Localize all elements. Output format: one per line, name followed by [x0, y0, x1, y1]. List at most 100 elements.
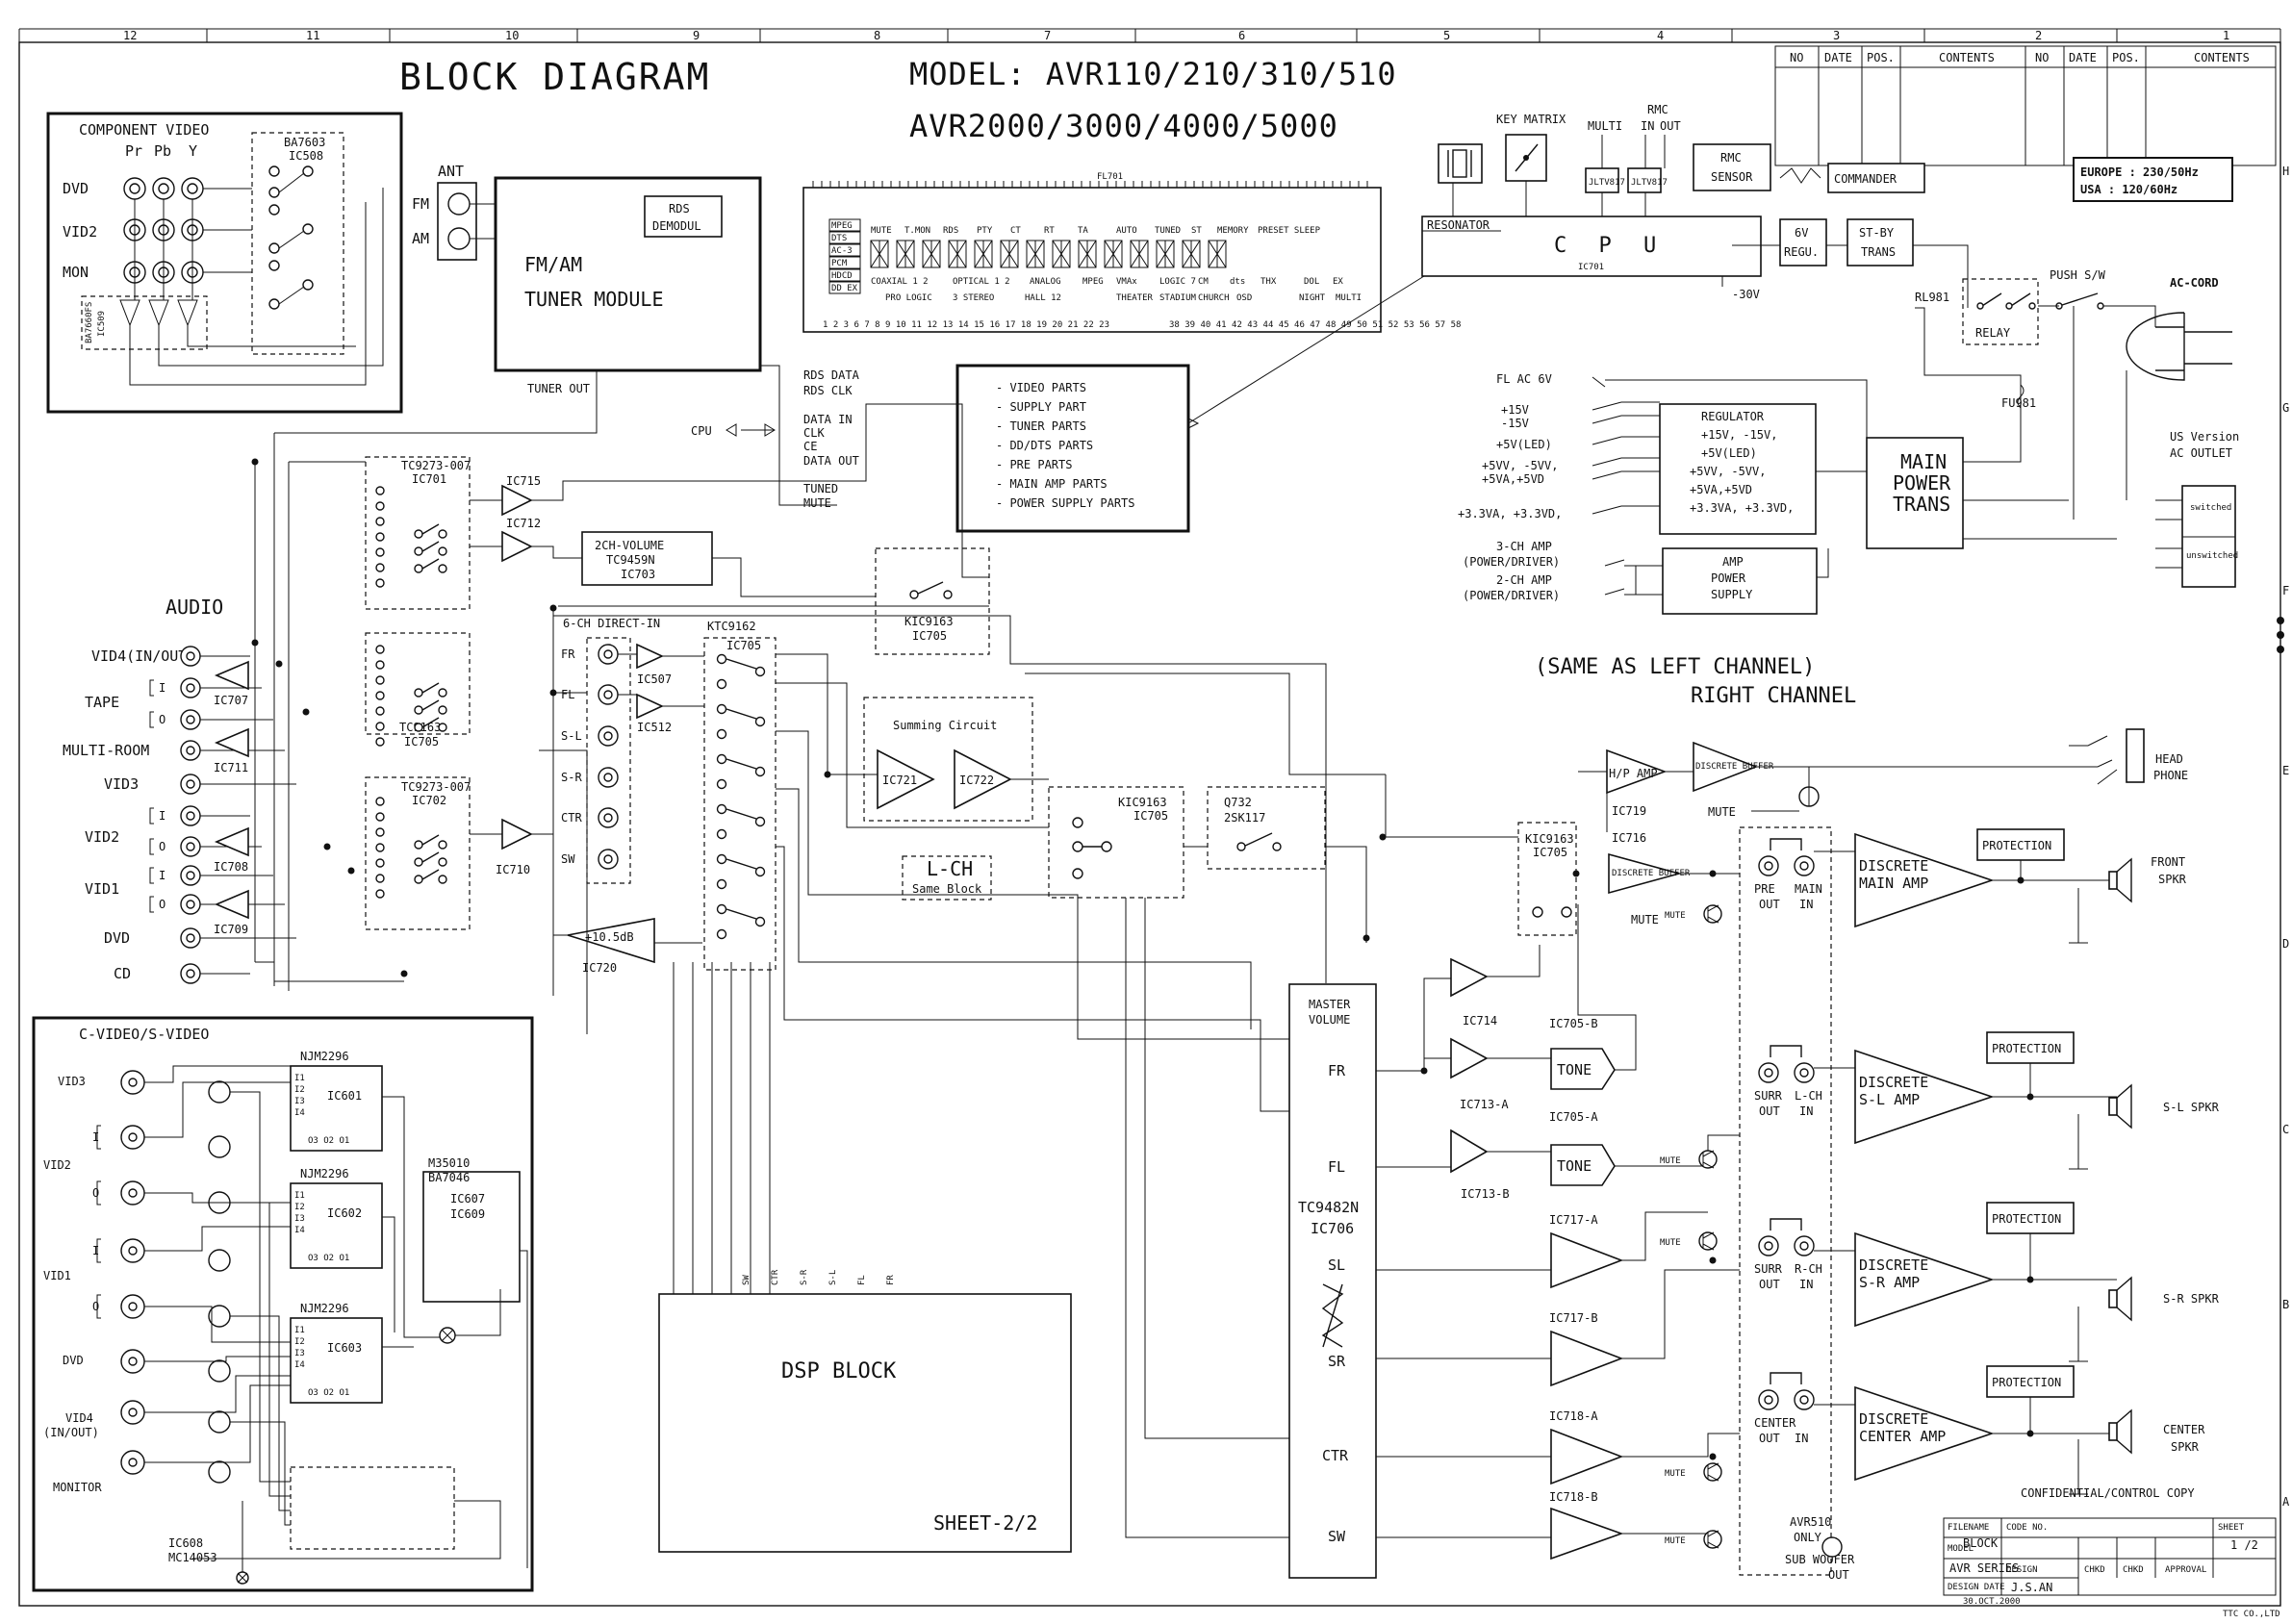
mute-transistor-0: MUTE — [1665, 911, 1686, 921]
cv-row-0: VID3 — [58, 1075, 86, 1088]
ic609-label: IC609 — [450, 1207, 485, 1221]
cv-chip-pin-2-1: I2 — [294, 1337, 305, 1347]
out-jack-b-2: R-CH — [1795, 1262, 1822, 1276]
diagram-title: BLOCK DIAGRAM — [399, 56, 710, 98]
europe-spec: EUROPE : 230/50Hz — [2080, 165, 2199, 179]
stby-2: TRANS — [1861, 245, 1896, 259]
protection-0: PROTECTION — [1982, 839, 2051, 852]
direct-in-s-l: S-L — [561, 729, 582, 743]
rmc-out-label: OUT — [1660, 119, 1681, 133]
audio-ic-2: IC708 — [214, 860, 248, 874]
mute-transistor-2: MUTE — [1660, 1238, 1681, 1248]
rail-0: +15V — [1501, 403, 1529, 417]
fl-top-0: MUTE — [871, 226, 892, 236]
cv-row-2: VID1 — [43, 1269, 71, 1282]
commander-label: COMMANDER — [1834, 172, 1897, 186]
fl-mid-7: dts — [1230, 277, 1245, 287]
audio-input-0: VID4(IN/OUT) — [91, 647, 195, 665]
dsp-pin-ctr: CTR — [771, 1269, 780, 1285]
cv-chip-pin-1-0: I1 — [294, 1191, 305, 1201]
audio-input-5: VID1 — [85, 880, 119, 898]
fl-left-2: AC-3 — [831, 246, 853, 256]
audio-section: AUDIO VID4(IN/OUT)TAPEMULTI-ROOMVID3VID2… — [63, 403, 1518, 1538]
cpu-bus-4: CE — [803, 440, 817, 453]
regulator-2: +5V(LED) — [1701, 446, 1757, 460]
amp-line2-1: S-L AMP — [1859, 1091, 1920, 1108]
regulator-1: +15V, -15V, — [1701, 428, 1777, 442]
audio-io-4: I — [159, 869, 166, 882]
fl-bot-2: HALL 12 — [1025, 293, 1061, 303]
master-volume: MASTER VOLUME TC9482N IC706 FRFLSLSRCTRS… — [1288, 870, 1740, 1579]
ic705b-label: IC705-B — [1549, 1017, 1598, 1030]
amp-supply-2: SUPPLY — [1711, 588, 1753, 601]
audio-io-3: O — [159, 840, 166, 853]
main-trans-2: TRANS — [1893, 493, 1950, 516]
out-jack-b2-1: IN — [1799, 1104, 1813, 1118]
cv-row-4: VID4 — [65, 1411, 93, 1425]
headphone-section: H/P AMP DISCRETE BUFFER IC719 MUTE HEAD … — [1578, 728, 2188, 832]
cv-chip-ic-1: IC602 — [327, 1206, 362, 1220]
cpu-bus-2: DATA IN — [803, 413, 853, 426]
fl-top-10: MEMORY — [1217, 226, 1249, 236]
fl-bot-4: STADIUM — [1159, 293, 1197, 303]
grid-col-10: 10 — [505, 29, 519, 42]
sub-woofer-2: OUT — [1828, 1568, 1849, 1582]
fl-left-4: HDCD — [831, 271, 853, 281]
audio-ic-3: IC709 — [214, 923, 248, 936]
rail-4: +5VA,+5VD — [1482, 472, 1544, 486]
q732-2: 2SK117 — [1224, 811, 1265, 825]
rev-contents-header: CONTENTS — [1939, 51, 1995, 64]
approval-label: APPROVAL — [2165, 1565, 2206, 1575]
fl-bot-7: NIGHT — [1299, 293, 1326, 303]
fl-top-7: AUTO — [1116, 226, 1137, 236]
col-pr: Pr — [125, 142, 142, 160]
out-jack-a2-0: OUT — [1759, 898, 1780, 911]
ic715-label: IC715 — [506, 474, 541, 488]
jack1-label: JLTV817 — [1589, 178, 1625, 188]
right-channel-note-2: RIGHT CHANNEL — [1691, 684, 1856, 708]
amp2-line1: 2-CH AMP — [1496, 573, 1552, 587]
direct-in-fr: FR — [561, 647, 575, 661]
direct-in-s-r: S-R — [561, 771, 582, 784]
fl-top-9: ST — [1191, 226, 1202, 236]
fl-bot-5: CHURCH — [1198, 293, 1230, 303]
grid-row-B: B — [2282, 1298, 2289, 1311]
revision-table: NO DATE POS. CONTENTS NO DATE POS. CONTE… — [1774, 45, 2277, 166]
rmc-sensor-1: RMC — [1720, 151, 1742, 165]
us-version-2: AC OUTLET — [2170, 446, 2232, 460]
out-jack-a-2: SURR — [1754, 1262, 1783, 1276]
title-block: FILENAME BLOCK CODE NO. SHEET 1 /2 MODEL… — [1943, 1517, 2280, 1619]
designer-value: J.S.AN — [2011, 1581, 2052, 1594]
ic719-label: IC719 — [1612, 804, 1646, 818]
regu-2: REGU. — [1784, 245, 1819, 259]
out-jack-b2-2: IN — [1799, 1278, 1813, 1291]
col-pb: Pb — [154, 142, 171, 160]
out-jack-a2-2: OUT — [1759, 1278, 1780, 1291]
amp-line2-3: CENTER AMP — [1859, 1428, 1946, 1445]
ic512-label: IC512 — [637, 721, 672, 734]
cpu-label: C P U — [1554, 234, 1666, 258]
out-kic-2: IC705 — [1533, 846, 1567, 859]
fl-left-1: DTS — [831, 234, 847, 243]
regu-1: 6V — [1795, 226, 1808, 240]
out-jack-a2-1: OUT — [1759, 1104, 1780, 1118]
fl-left-0: MPEG — [831, 221, 853, 231]
grid-row-H: H — [2282, 165, 2289, 178]
out-jack-a-0: PRE — [1754, 882, 1775, 896]
grid-col-7: 7 — [1044, 29, 1051, 42]
phone-label: PHONE — [2153, 769, 2188, 782]
fl-mid-1: OPTICAL 1 2 — [953, 277, 1010, 287]
chkd1-label: CHKD — [2084, 1565, 2105, 1575]
cpu-bus-5: DATA OUT — [803, 454, 859, 468]
unswitched-label: unswitched — [2186, 551, 2238, 561]
cv-io-1: O — [92, 1186, 99, 1200]
chkd2-label: CHKD — [2123, 1565, 2144, 1575]
rl981-label: RL981 — [1915, 291, 1949, 304]
ic608-label: IC608 — [168, 1536, 203, 1550]
ic717a-label: IC717-A — [1549, 1213, 1598, 1227]
cpu-bus-label: CPU — [691, 424, 712, 438]
